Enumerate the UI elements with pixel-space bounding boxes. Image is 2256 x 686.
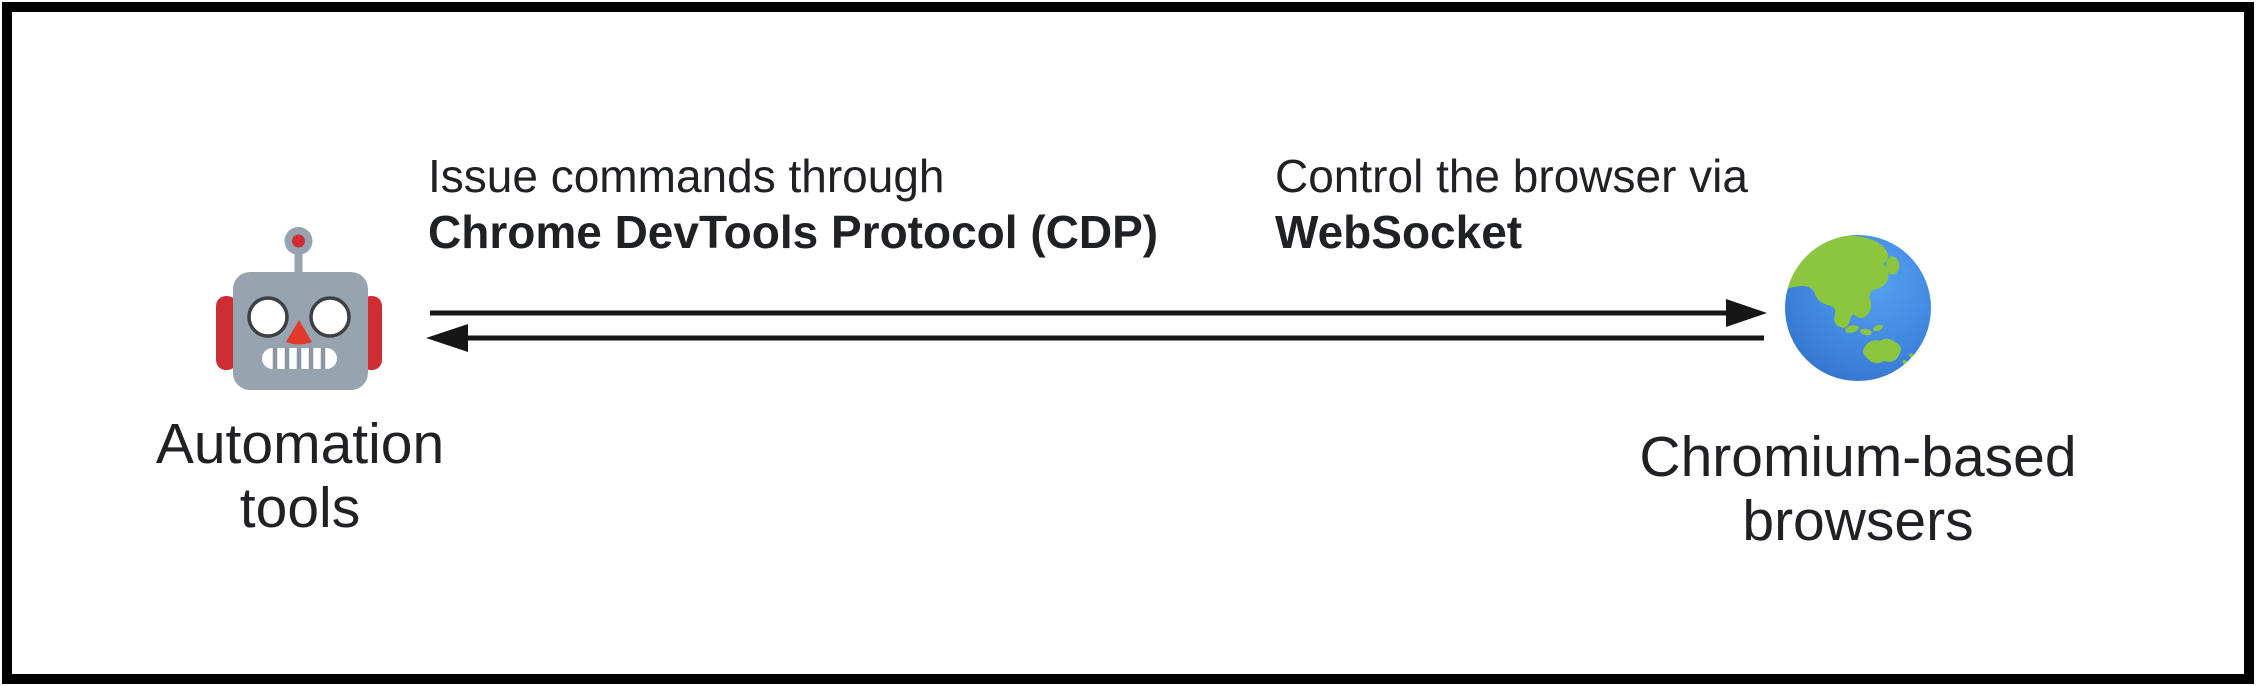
automation-tools-label-line1: Automation xyxy=(155,412,445,476)
arrow-right-icon xyxy=(430,299,1767,327)
bidirectional-arrows xyxy=(420,293,1770,357)
cdp-annotation: Issue commands through Chrome DevTools P… xyxy=(428,148,1158,260)
websocket-annotation: Control the browser via WebSocket xyxy=(1275,148,1748,260)
automation-tools-label: Automation tools xyxy=(60,412,540,540)
websocket-annotation-line1: Control the browser via xyxy=(1275,150,1748,202)
cdp-annotation-line2: Chrome DevTools Protocol (CDP) xyxy=(428,206,1159,258)
chromium-browsers-label-line1: Chromium-based xyxy=(1639,425,2077,489)
automation-tools-label-line2: tools xyxy=(239,476,361,540)
chromium-browsers-label-line2: browsers xyxy=(1742,489,1974,553)
globe-icon xyxy=(1782,232,1934,384)
websocket-annotation-line2: WebSocket xyxy=(1275,206,1523,258)
arrow-left-icon xyxy=(426,324,1764,352)
cdp-annotation-line1: Issue commands through xyxy=(428,150,945,202)
robot-icon xyxy=(213,220,385,392)
chromium-browsers-label: Chromium-based browsers xyxy=(1598,425,2118,553)
